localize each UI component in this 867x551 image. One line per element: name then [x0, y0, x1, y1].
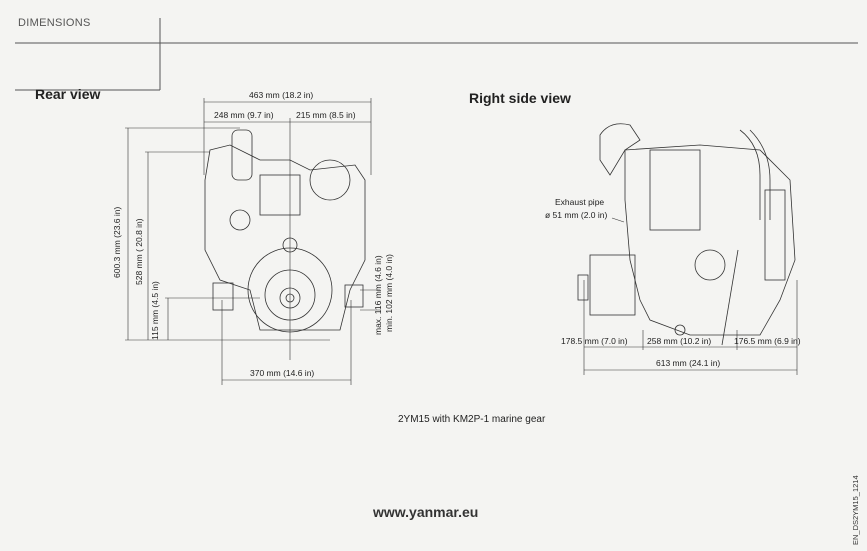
dim-front: 178.5 mm (7.0 in)	[561, 336, 628, 346]
doc-code: EN_DS2YM15_1214	[851, 475, 860, 545]
dim-min-height: min. 102 mm (4.0 in)	[384, 254, 394, 332]
dim-mount-width: 370 mm (14.6 in)	[250, 368, 315, 378]
dim-overall-width: 463 mm (18.2 in)	[249, 90, 314, 100]
dim-rear: 176.5 mm (6.9 in)	[734, 336, 801, 346]
dim-height-115: 115 mm (4.5 in)	[150, 281, 160, 340]
rear-view-engine-drawing	[204, 129, 366, 333]
header-rules	[15, 18, 858, 91]
side-view-dimension-lines	[583, 217, 798, 375]
dim-middle: 258 mm (10.2 in)	[647, 336, 712, 346]
dim-left-width: 248 mm (9.7 in)	[214, 110, 274, 120]
section-title: DIMENSIONS	[18, 17, 91, 29]
side-view-title: Right side view	[469, 90, 571, 106]
rear-view-dimension-lines	[125, 98, 380, 385]
dim-overall-height: 600.3 mm (23.6 in)	[112, 206, 122, 278]
caption: 2YM15 with KM2P-1 marine gear	[398, 414, 546, 425]
dim-max-height: max. 116 mm (4.6 in)	[373, 255, 383, 335]
side-view-engine-drawing	[577, 123, 796, 346]
rear-view-title: Rear view	[35, 86, 101, 102]
website-link[interactable]: www.yanmar.eu	[373, 504, 479, 520]
dim-height-528: 528 mm ( 20.8 in)	[134, 218, 144, 285]
exhaust-size: ø 51 mm (2.0 in)	[545, 210, 608, 220]
exhaust-label: Exhaust pipe	[555, 197, 605, 207]
dim-overall-length: 613 mm (24.1 in)	[656, 358, 721, 368]
dim-right-width: 215 mm (8.5 in)	[296, 110, 356, 120]
